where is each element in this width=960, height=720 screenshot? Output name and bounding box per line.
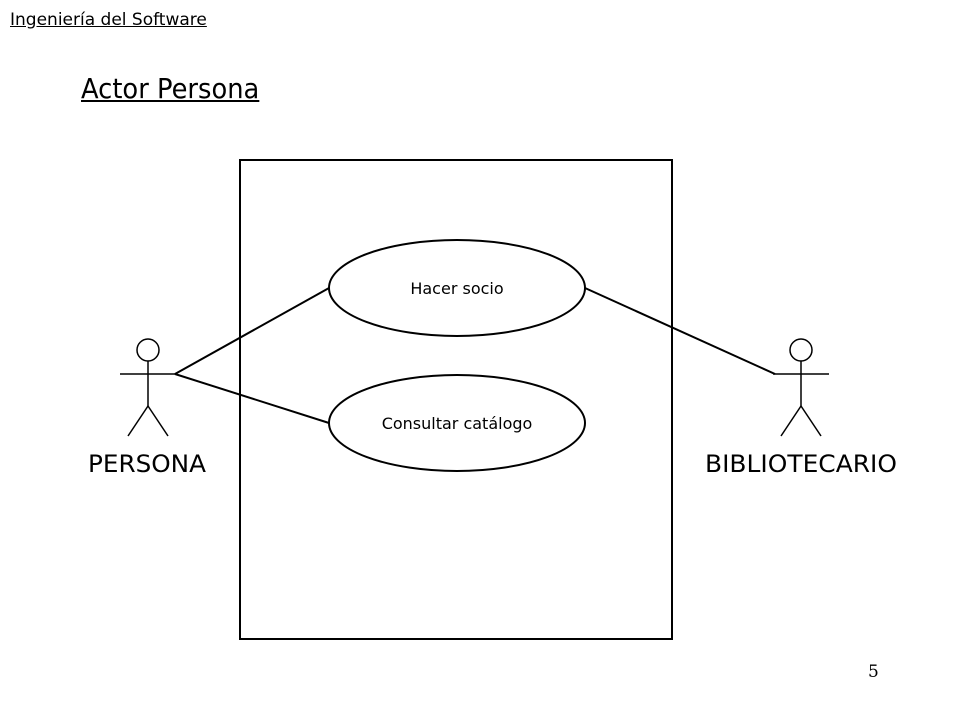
- use-case-hacer-socio: Hacer socio: [328, 239, 586, 337]
- actor-label: BIBLIOTECARIO: [705, 450, 897, 478]
- system-boundary: [239, 159, 673, 640]
- header-text: Ingeniería del Software: [10, 10, 207, 30]
- page-number: 5: [868, 662, 879, 682]
- association-persona-consultar-catalogo: [174, 373, 330, 424]
- actor-label: PERSONA: [88, 450, 207, 478]
- use-case-label: Hacer socio: [410, 279, 503, 298]
- slide-title: Actor Persona: [81, 72, 260, 105]
- stick-figure-icon: [773, 338, 829, 437]
- stick-figure-icon: [120, 338, 176, 437]
- association-bibliotecario-hacer-socio: [584, 287, 776, 375]
- use-case-label: Consultar catálogo: [382, 414, 533, 433]
- use-case-consultar-catalogo: Consultar catálogo: [328, 374, 586, 472]
- use-case-ellipse: [328, 374, 586, 472]
- actor-bibliotecario: BIBLIOTECARIO: [705, 338, 897, 478]
- association-persona-hacer-socio: [174, 287, 330, 375]
- use-case-ellipse: [328, 239, 586, 337]
- actor-persona: PERSONA: [88, 338, 207, 478]
